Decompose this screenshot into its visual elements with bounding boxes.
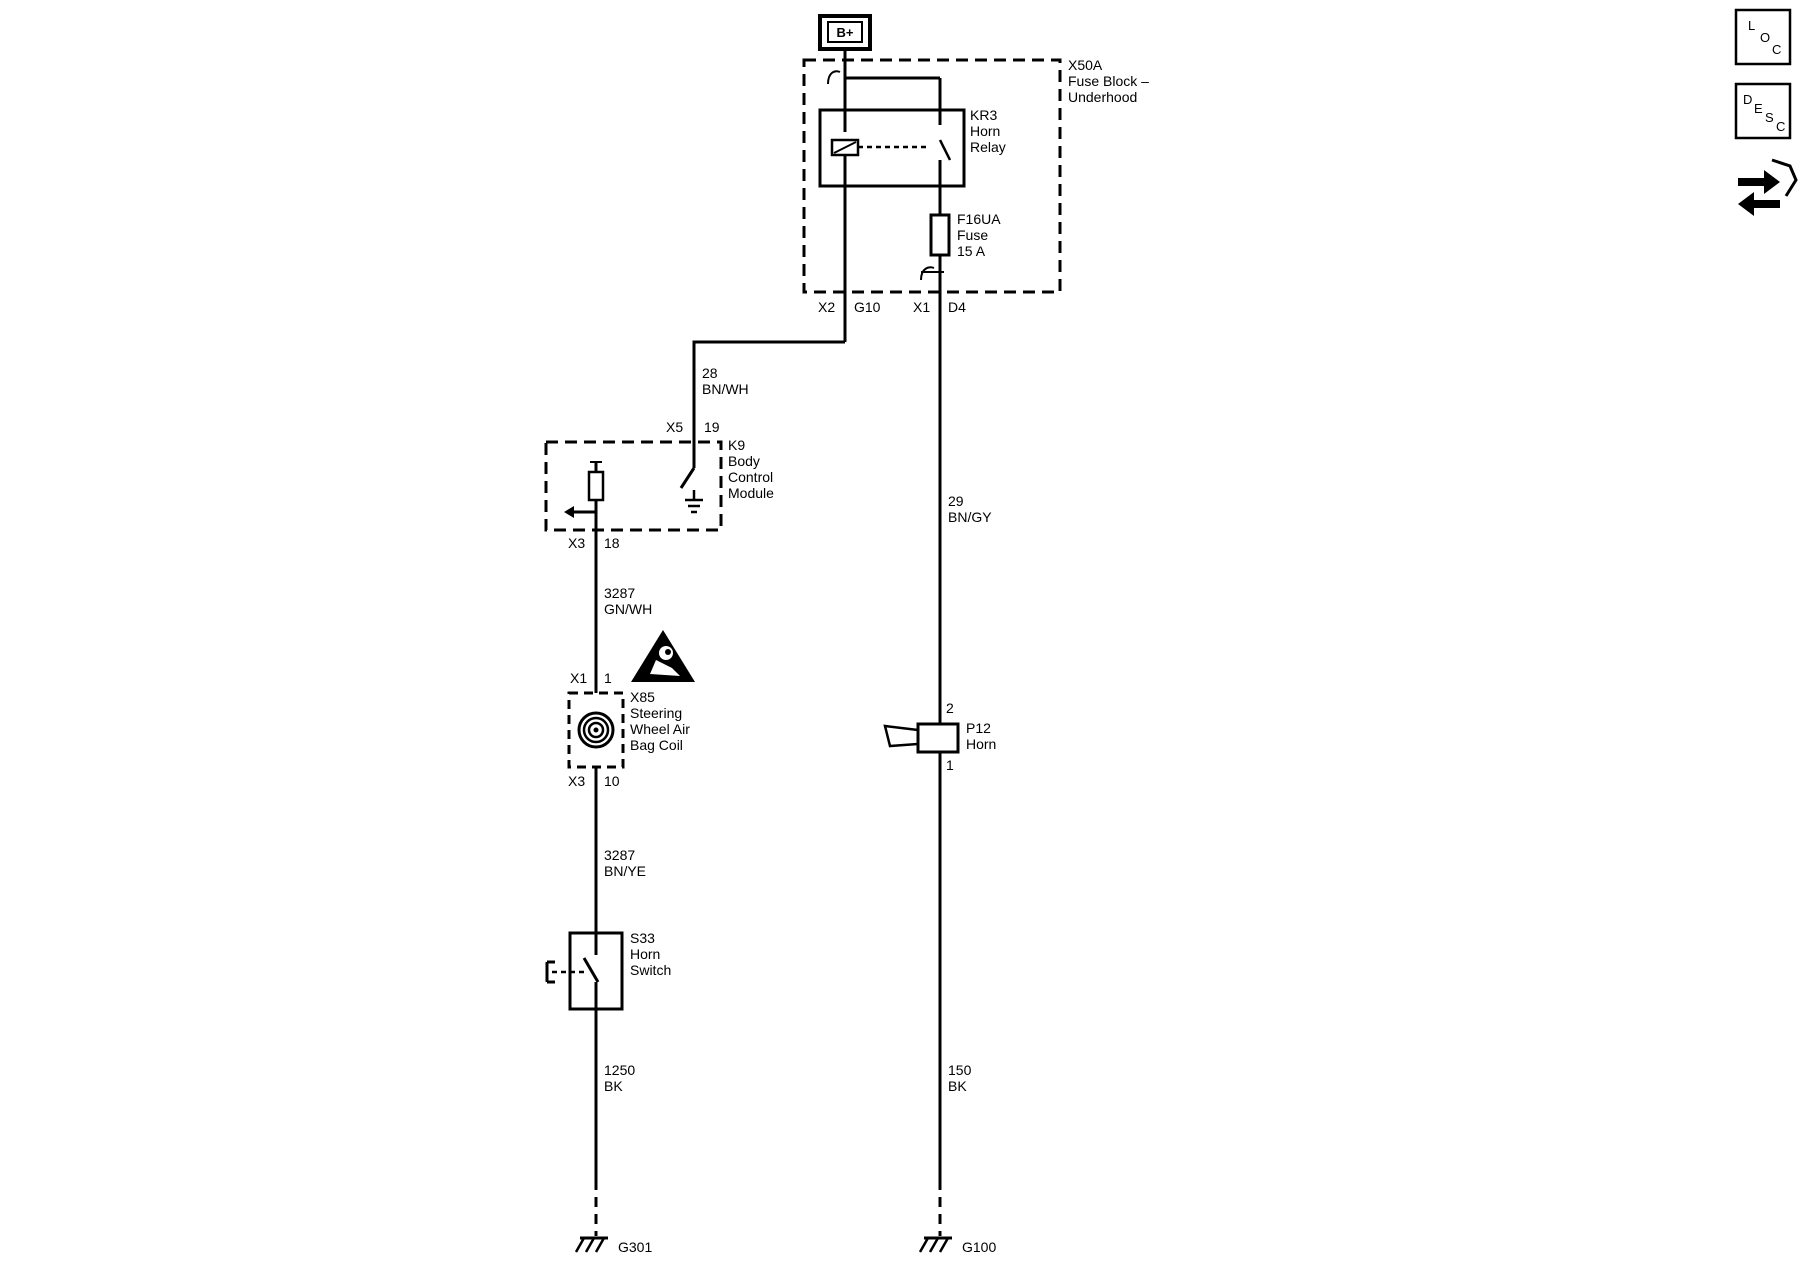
fuse-block-label: X50A Fuse Block – Underhood xyxy=(1068,57,1149,105)
desc-letter-2: E xyxy=(1754,101,1763,116)
wire-28-label: 28 BN/WH xyxy=(702,365,749,397)
bcm-input-arrow xyxy=(564,506,574,518)
svg-text:28: 28 xyxy=(702,365,718,381)
bcm-connector-bottom: X3 18 xyxy=(568,535,620,551)
svg-text:Horn: Horn xyxy=(966,736,996,752)
wire-29-label: 29 BN/GY xyxy=(948,493,992,525)
svg-text:BN/GY: BN/GY xyxy=(948,509,992,525)
svg-text:1: 1 xyxy=(604,670,612,686)
svg-text:X50A: X50A xyxy=(1068,57,1103,73)
svg-text:Bag Coil: Bag Coil xyxy=(630,737,683,753)
description-button[interactable]: D E S C xyxy=(1734,82,1792,140)
bcm-ground-symbol xyxy=(685,498,703,514)
bcm-pullup-resistor xyxy=(587,470,605,502)
loc-letter-2: O xyxy=(1760,30,1770,45)
svg-text:Horn: Horn xyxy=(630,946,660,962)
connector-swap-icon[interactable] xyxy=(1738,158,1798,216)
svg-text:BK: BK xyxy=(604,1078,623,1094)
svg-text:1250: 1250 xyxy=(604,1062,635,1078)
bcm-outline xyxy=(544,440,723,532)
svg-text:X1: X1 xyxy=(913,299,930,315)
airbag-warning-icon xyxy=(631,630,695,682)
svg-text:GN/WH: GN/WH xyxy=(604,601,652,617)
wire-150-label: 150 BK xyxy=(948,1062,972,1094)
wire-1250-label: 1250 BK xyxy=(604,1062,635,1094)
horn-label: P12 Horn xyxy=(966,720,996,752)
horn-bell-icon xyxy=(883,724,920,748)
svg-text:150: 150 xyxy=(948,1062,972,1078)
svg-text:3287: 3287 xyxy=(604,585,635,601)
desc-letter-1: D xyxy=(1743,92,1752,107)
svg-text:X3: X3 xyxy=(568,773,585,789)
horn-relay-label: KR3 Horn Relay xyxy=(970,107,1006,155)
fuse-f16ua xyxy=(929,213,951,257)
svg-text:Steering: Steering xyxy=(630,705,682,721)
svg-text:X85: X85 xyxy=(630,689,655,705)
ground-g100-label: G100 xyxy=(962,1239,996,1255)
bcm-connector-top: X5 19 xyxy=(666,419,720,435)
svg-text:Wheel Air: Wheel Air xyxy=(630,721,690,737)
svg-text:KR3: KR3 xyxy=(970,107,997,123)
svg-text:18: 18 xyxy=(604,535,620,551)
fuse-block-outline xyxy=(802,58,1062,294)
wire-3287-gnwh-label: 3287 GN/WH xyxy=(604,585,652,617)
svg-text:X3: X3 xyxy=(568,535,585,551)
svg-text:D4: D4 xyxy=(948,299,966,315)
svg-text:P12: P12 xyxy=(966,720,991,736)
svg-text:Underhood: Underhood xyxy=(1068,89,1137,105)
b-plus-label: B+ xyxy=(837,25,854,40)
svg-text:Horn: Horn xyxy=(970,123,1000,139)
svg-text:X2: X2 xyxy=(818,299,835,315)
coil-spiral-icon xyxy=(577,711,615,749)
svg-text:G10: G10 xyxy=(854,299,881,315)
coil-connector-bottom: X3 10 xyxy=(568,773,620,789)
svg-text:Switch: Switch xyxy=(630,962,671,978)
ground-g301-label: G301 xyxy=(618,1239,652,1255)
coil-connector-top: X1 1 xyxy=(570,670,612,686)
svg-text:Relay: Relay xyxy=(970,139,1006,155)
horn-body xyxy=(916,722,960,754)
loc-letter-1: L xyxy=(1748,18,1755,33)
horn-pin-2: 2 xyxy=(946,700,954,716)
b-plus-source: B+ xyxy=(818,14,872,51)
horn-switch-contact xyxy=(582,957,600,983)
svg-text:BK: BK xyxy=(948,1078,967,1094)
desc-letter-4: C xyxy=(1776,119,1785,134)
horn-pin-1: 1 xyxy=(946,757,954,773)
horn-relay xyxy=(818,108,966,188)
svg-text:Module: Module xyxy=(728,485,774,501)
horn-switch-label: S33 Horn Switch xyxy=(630,930,671,978)
svg-text:19: 19 xyxy=(704,419,720,435)
svg-text:Fuse Block –: Fuse Block – xyxy=(1068,73,1149,89)
horn-switch-actuator xyxy=(545,960,555,984)
svg-text:Body: Body xyxy=(728,453,760,469)
relay-contact xyxy=(938,139,952,161)
location-button[interactable]: L O C xyxy=(1734,8,1792,66)
svg-text:X5: X5 xyxy=(666,419,683,435)
bcm-driver-switch xyxy=(679,467,696,489)
svg-text:K9: K9 xyxy=(728,437,745,453)
bcm-label: K9 Body Control Module xyxy=(728,437,774,501)
svg-text:29: 29 xyxy=(948,493,964,509)
fuse-block-connectors: X2 G10 X1 D4 xyxy=(818,299,966,315)
loc-letter-3: C xyxy=(1772,42,1781,57)
svg-text:Control: Control xyxy=(728,469,773,485)
ground-g301-symbol xyxy=(574,1236,608,1253)
svg-text:F16UA: F16UA xyxy=(957,211,1001,227)
svg-text:BN/WH: BN/WH xyxy=(702,381,749,397)
fuse-label: F16UA Fuse 15 A xyxy=(957,211,1001,259)
svg-text:BN/YE: BN/YE xyxy=(604,863,646,879)
coil-label: X85 Steering Wheel Air Bag Coil xyxy=(630,689,690,753)
svg-text:S33: S33 xyxy=(630,930,655,946)
svg-text:X1: X1 xyxy=(570,670,587,686)
svg-text:Fuse: Fuse xyxy=(957,227,988,243)
wire-3287-bnye-label: 3287 BN/YE xyxy=(604,847,646,879)
desc-letter-3: S xyxy=(1765,110,1774,125)
svg-text:15 A: 15 A xyxy=(957,243,986,259)
svg-text:3287: 3287 xyxy=(604,847,635,863)
ground-g100-symbol xyxy=(918,1236,952,1253)
svg-text:10: 10 xyxy=(604,773,620,789)
